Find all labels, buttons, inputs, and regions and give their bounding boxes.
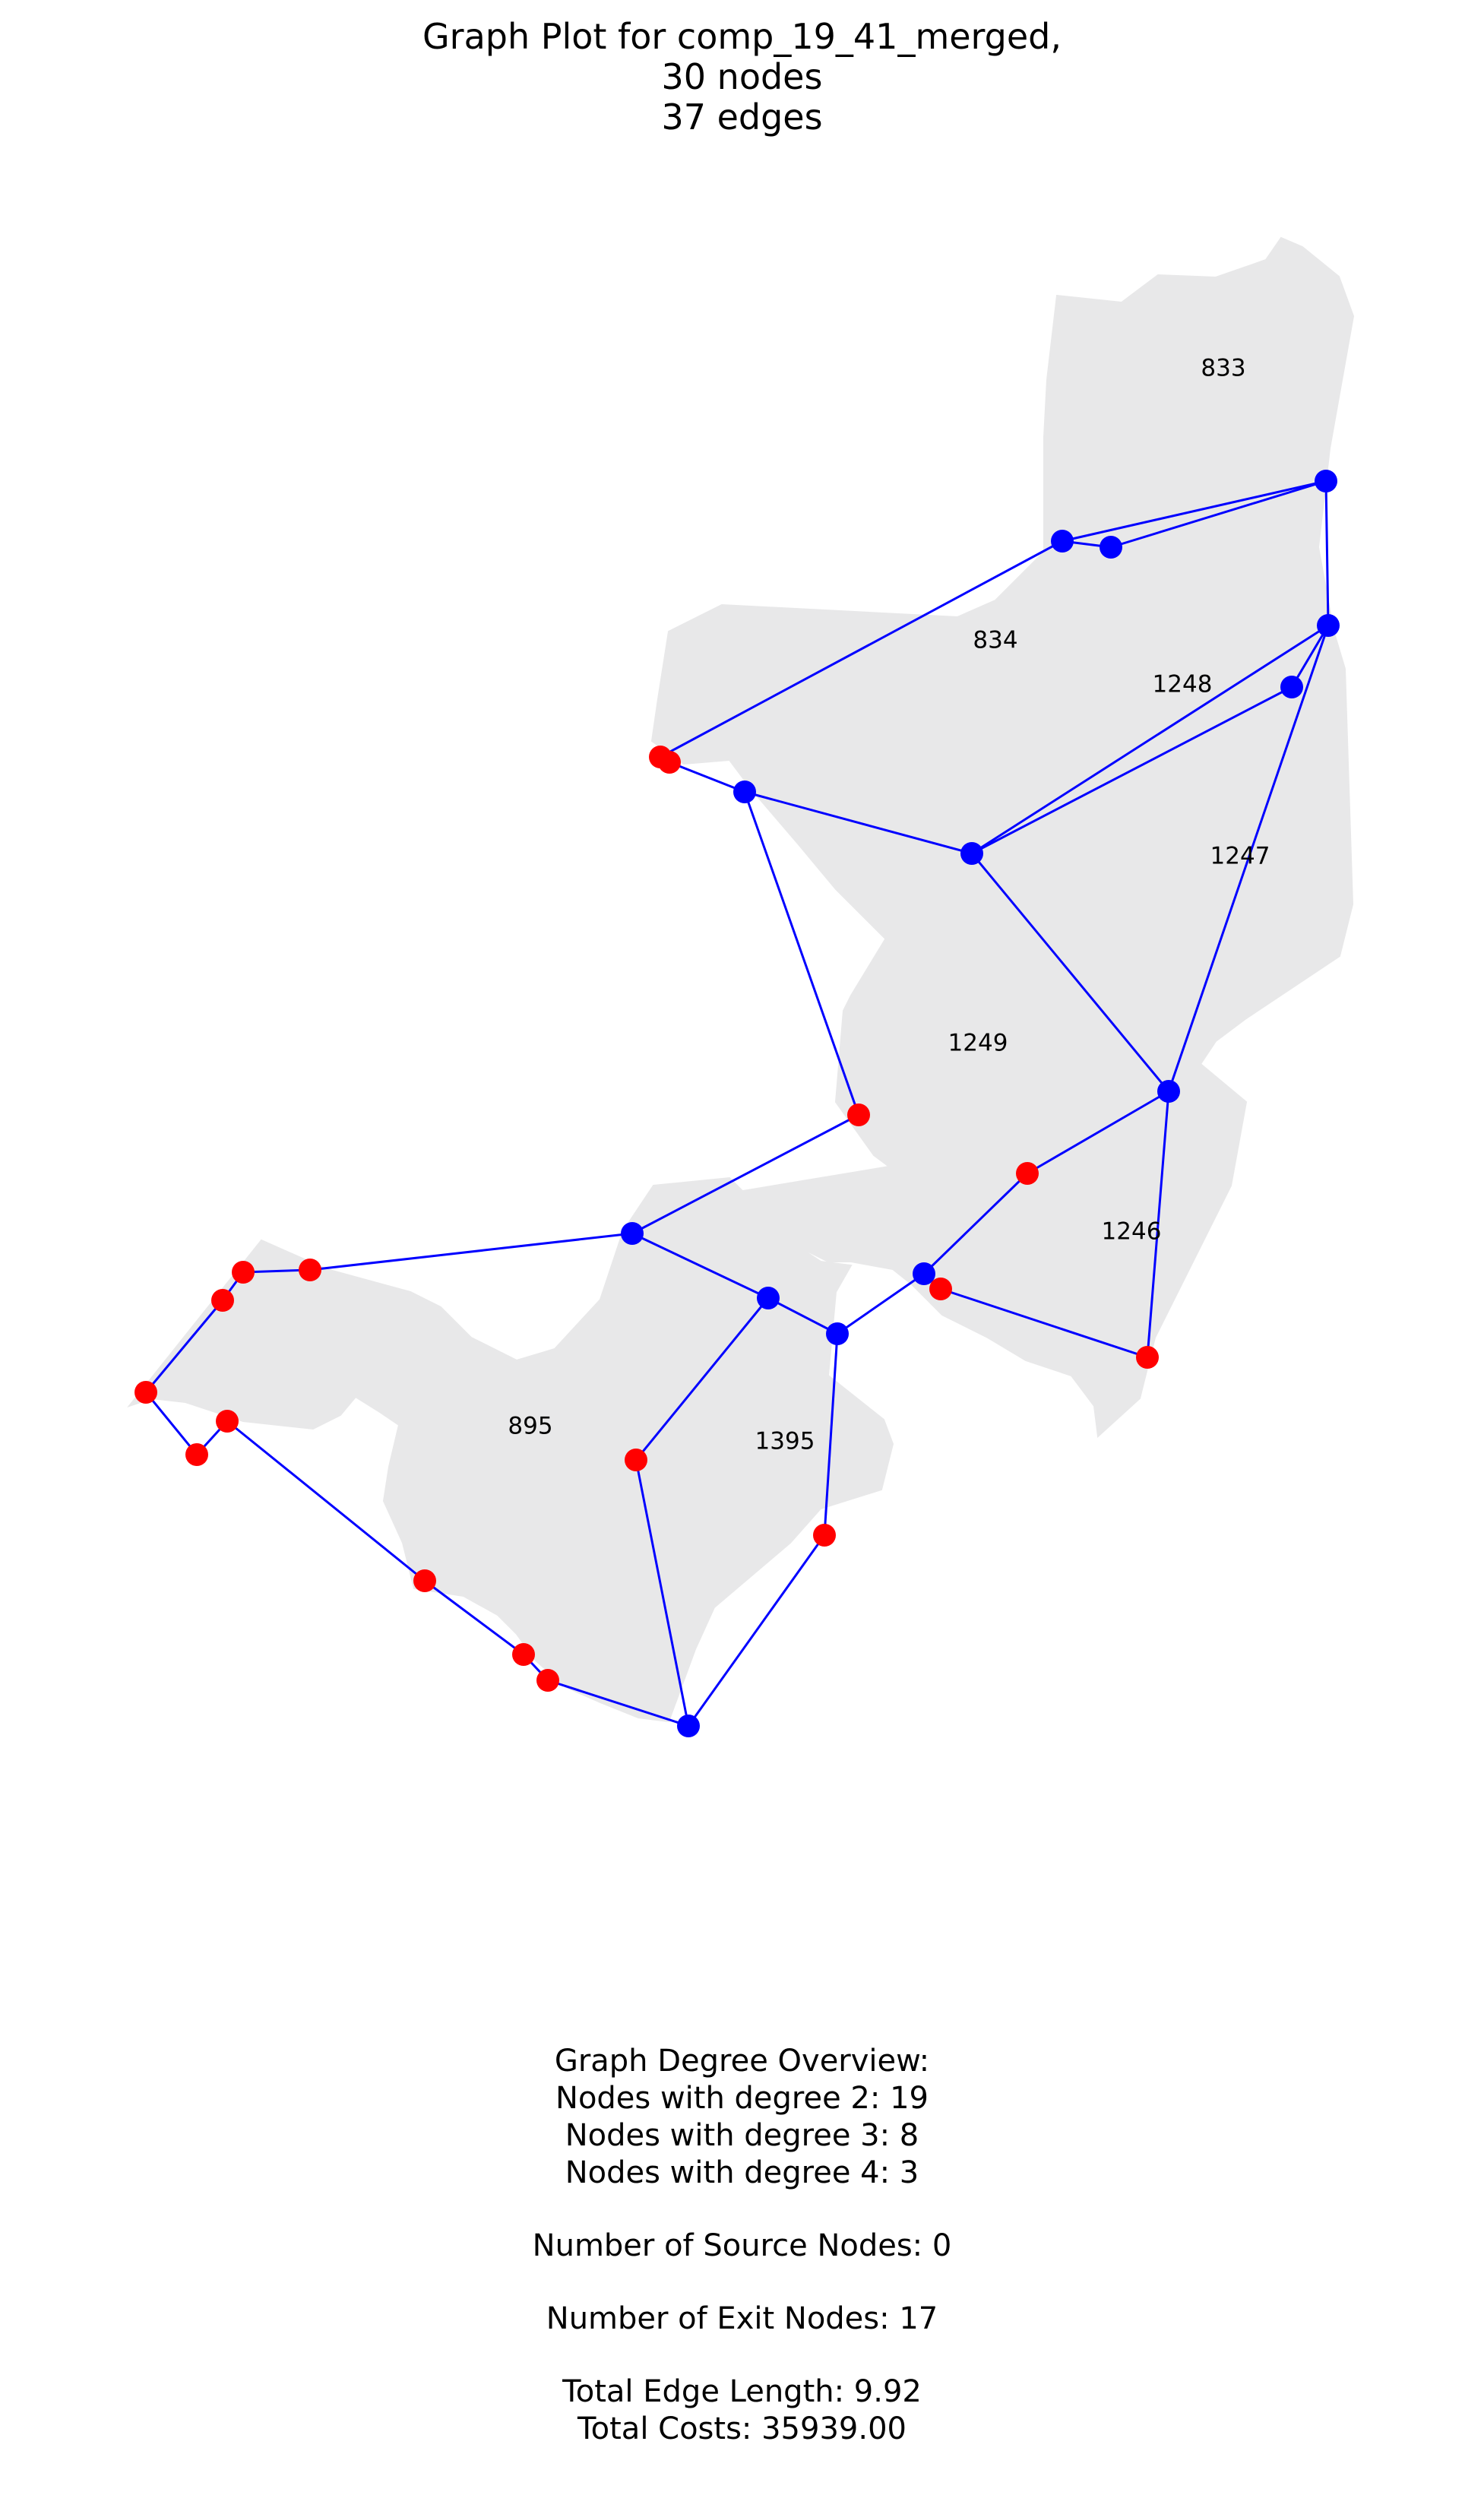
region-polygon-2 xyxy=(726,938,1248,1439)
region-polygon-3 xyxy=(127,1176,894,1723)
total-edge-length: Total Edge Length: 9.92 xyxy=(562,2374,922,2409)
region-label-1249: 1249 xyxy=(948,1030,1008,1057)
degree-4-count: Nodes with degree 4: 3 xyxy=(565,2155,919,2190)
spacer xyxy=(0,2192,1484,2228)
edge-S-Y xyxy=(634,1297,770,1461)
exit-node-Y xyxy=(625,1449,647,1471)
exit-node-P xyxy=(211,1289,234,1312)
edge-D-J xyxy=(1167,625,1330,1092)
edge-H-I xyxy=(744,790,973,855)
edge-A-D xyxy=(1324,480,1330,626)
edge-M-N xyxy=(309,1232,633,1271)
edge-X-AA xyxy=(226,1420,426,1582)
exit-node-U xyxy=(1136,1346,1159,1369)
edge-AC-AD xyxy=(547,1679,689,1727)
edge-C-A xyxy=(1110,480,1327,549)
edge-G-H xyxy=(669,761,745,793)
internal-node-I xyxy=(960,842,983,865)
edge-B-F xyxy=(660,540,1063,758)
exit-node-AB xyxy=(512,1643,535,1666)
source-node-count: Number of Source Nodes: 0 xyxy=(532,2228,952,2263)
internal-node-J xyxy=(1157,1080,1180,1103)
region-label-1246: 1246 xyxy=(1102,1218,1162,1246)
edge-T-Z xyxy=(823,1333,839,1536)
region-label-1248: 1248 xyxy=(1153,671,1213,698)
exit-node-AA xyxy=(413,1569,436,1592)
region-labels-layer: 833 834 1248 1247 1249 1246 895 1395 xyxy=(508,355,1270,1455)
exit-node-Z xyxy=(813,1524,836,1547)
title-line-3: 37 edges xyxy=(661,97,823,138)
internal-node-AD xyxy=(677,1715,700,1737)
nodes-layer xyxy=(134,470,1340,1737)
edge-AA-AB xyxy=(424,1579,524,1656)
internal-node-E xyxy=(1280,676,1303,698)
internal-node-T xyxy=(826,1322,849,1345)
title-line-2: 30 nodes xyxy=(661,56,823,97)
edges-layer xyxy=(144,480,1330,1727)
exit-node-AC xyxy=(536,1669,559,1692)
degree-overview: Graph Degree Overview: Nodes with degree… xyxy=(0,2043,1484,2448)
edge-D-E xyxy=(1290,625,1330,688)
edge-I-J xyxy=(970,853,1170,1092)
edge-Y-AD xyxy=(634,1459,690,1727)
edge-R-U xyxy=(940,1287,1148,1359)
exit-node-N xyxy=(299,1259,321,1281)
edge-D-I xyxy=(971,624,1329,855)
exit-node-K xyxy=(847,1104,870,1126)
edge-E-I xyxy=(971,686,1293,855)
edge-H-K xyxy=(743,791,860,1116)
internal-node-C xyxy=(1100,536,1122,559)
internal-node-H xyxy=(733,781,756,803)
degree-3-count: Nodes with degree 3: 8 xyxy=(565,2118,919,2153)
exit-node-L xyxy=(1016,1162,1039,1185)
internal-node-M xyxy=(621,1222,644,1245)
region-label-895: 895 xyxy=(508,1413,552,1440)
internal-node-S xyxy=(757,1287,780,1309)
total-costs: Total Costs: 35939.00 xyxy=(577,2411,907,2446)
exit-node-V xyxy=(134,1381,157,1404)
edge-K-M xyxy=(631,1113,859,1235)
internal-node-B xyxy=(1051,530,1074,553)
exit-node-R xyxy=(929,1278,952,1300)
edge-V-W xyxy=(144,1392,198,1455)
edge-S-T xyxy=(767,1297,838,1335)
exit-node-X xyxy=(216,1410,239,1433)
internal-node-Q xyxy=(913,1262,935,1285)
region-label-834: 834 xyxy=(973,627,1017,654)
degree-2-count: Nodes with degree 2: 19 xyxy=(555,2081,929,2116)
spacer xyxy=(0,2338,1484,2373)
edge-Q-T xyxy=(837,1272,925,1335)
edge-L-Q xyxy=(922,1172,1029,1275)
internal-node-D xyxy=(1317,614,1340,637)
graph-plot: 833 834 1248 1247 1249 1246 895 1395 xyxy=(127,236,1355,1737)
region-label-1247: 1247 xyxy=(1210,843,1270,870)
edge-B-A xyxy=(1062,480,1327,543)
exit-node-O xyxy=(232,1261,255,1284)
edge-P-V xyxy=(144,1300,224,1393)
regions-layer xyxy=(127,236,1355,1723)
title-line-1: Graph Plot for comp_19_41_merged, xyxy=(422,16,1062,57)
internal-node-A xyxy=(1315,470,1337,492)
edge-M-S xyxy=(631,1232,769,1300)
region-label-833: 833 xyxy=(1201,355,1245,382)
exit-node-G xyxy=(658,751,681,774)
edge-J-U xyxy=(1146,1091,1170,1358)
exit-node-count: Number of Exit Nodes: 17 xyxy=(546,2301,938,2336)
exit-node-W xyxy=(185,1443,208,1466)
edge-Z-AD xyxy=(687,1534,826,1727)
spacer xyxy=(0,2265,1484,2300)
edge-J-L xyxy=(1027,1090,1169,1175)
plot-title: Graph Plot for comp_19_41_merged, 30 nod… xyxy=(0,17,1484,138)
region-label-1395: 1395 xyxy=(755,1428,815,1455)
degree-overview-heading: Graph Degree Overview: xyxy=(554,2044,930,2079)
